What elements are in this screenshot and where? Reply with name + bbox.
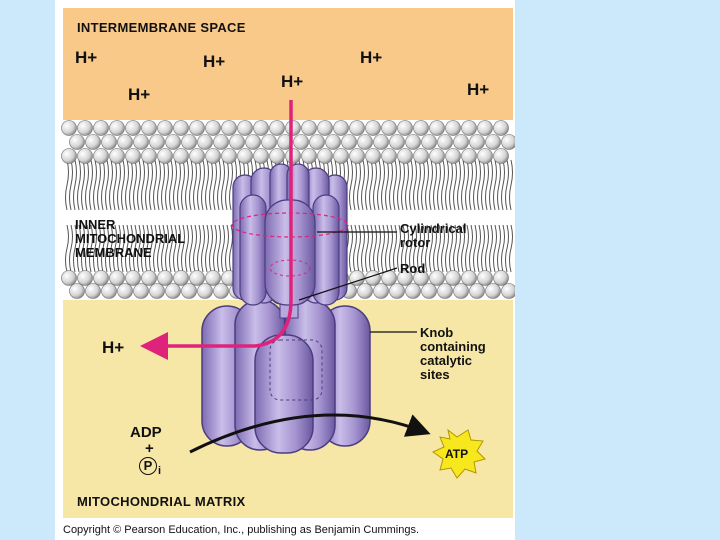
proton-label: H+ [128, 85, 150, 105]
phosphate-symbol: P [139, 457, 157, 475]
proton-label: H+ [102, 338, 124, 358]
proton-label: H+ [281, 72, 303, 92]
mitochondrial-matrix-label: MITOCHONDRIAL MATRIX [77, 494, 246, 509]
knob-label-4: sites [420, 368, 450, 381]
proton-label: H+ [203, 52, 225, 72]
plus-sign: + [145, 440, 154, 457]
intermembrane-space-label: INTERMEMBRANE SPACE [77, 20, 246, 35]
adp-label: ADP [130, 424, 162, 441]
copyright-text: Copyright © Pearson Education, Inc., pub… [63, 524, 419, 536]
phosphate-subscript: i [158, 465, 161, 477]
knob-label-1: Knob [420, 326, 453, 339]
proton-label: H+ [360, 48, 382, 68]
knob-label-2: containing [420, 340, 486, 353]
knob-label-3: catalytic [420, 354, 472, 367]
atp-synthase [202, 164, 370, 453]
inner-membrane-label-3: MEMBRANE [75, 246, 152, 259]
proton-label: H+ [467, 80, 489, 100]
proton-label: H+ [75, 48, 97, 68]
rod-label: Rod [400, 262, 425, 275]
atp-label: ATP [445, 447, 468, 461]
cylindrical-rotor-label-1: Cylindrical [400, 222, 466, 235]
inner-membrane-label-1: INNER [75, 218, 115, 231]
atp-synthase-figure: INTERMEMBRANE SPACE MITOCHONDRIAL MATRIX… [55, 0, 515, 540]
inner-membrane-label-2: MITOCHONDRIAL [75, 232, 185, 245]
cylindrical-rotor-label-2: rotor [400, 236, 430, 249]
